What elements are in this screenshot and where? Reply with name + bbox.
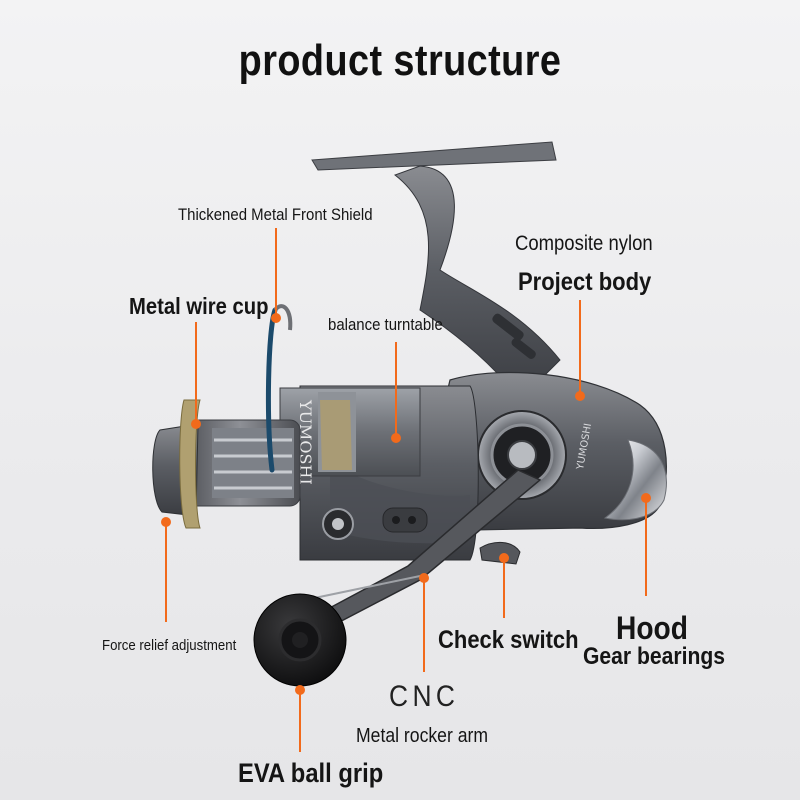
hood-cap bbox=[603, 439, 667, 521]
label-force-relief: Force relief adjustment bbox=[102, 637, 237, 654]
check-switch-lever bbox=[479, 542, 521, 565]
label-cnc: CNC bbox=[389, 680, 460, 713]
leader-lines bbox=[165, 228, 647, 752]
leader-dots bbox=[161, 313, 651, 695]
label-composite-nylon: Composite nylon bbox=[515, 232, 653, 255]
label-check-switch: Check switch bbox=[438, 626, 579, 654]
label-eva-grip: EVA ball grip bbox=[238, 758, 384, 788]
label-wire-cup: Metal wire cup bbox=[129, 293, 269, 319]
label-balance-turntable: balance turntable bbox=[328, 315, 443, 334]
label-project-body: Project body bbox=[518, 268, 652, 296]
reel-foot bbox=[311, 141, 557, 171]
label-gear-bearings: Gear bearings bbox=[583, 643, 726, 670]
label-front-shield: Thickened Metal Front Shield bbox=[178, 205, 373, 224]
spool-brand-text: YUMOSHI bbox=[296, 399, 315, 485]
label-rocker-arm: Metal rocker arm bbox=[356, 725, 489, 747]
label-hood: Hood bbox=[616, 610, 688, 646]
page-title: product structure bbox=[238, 36, 562, 85]
